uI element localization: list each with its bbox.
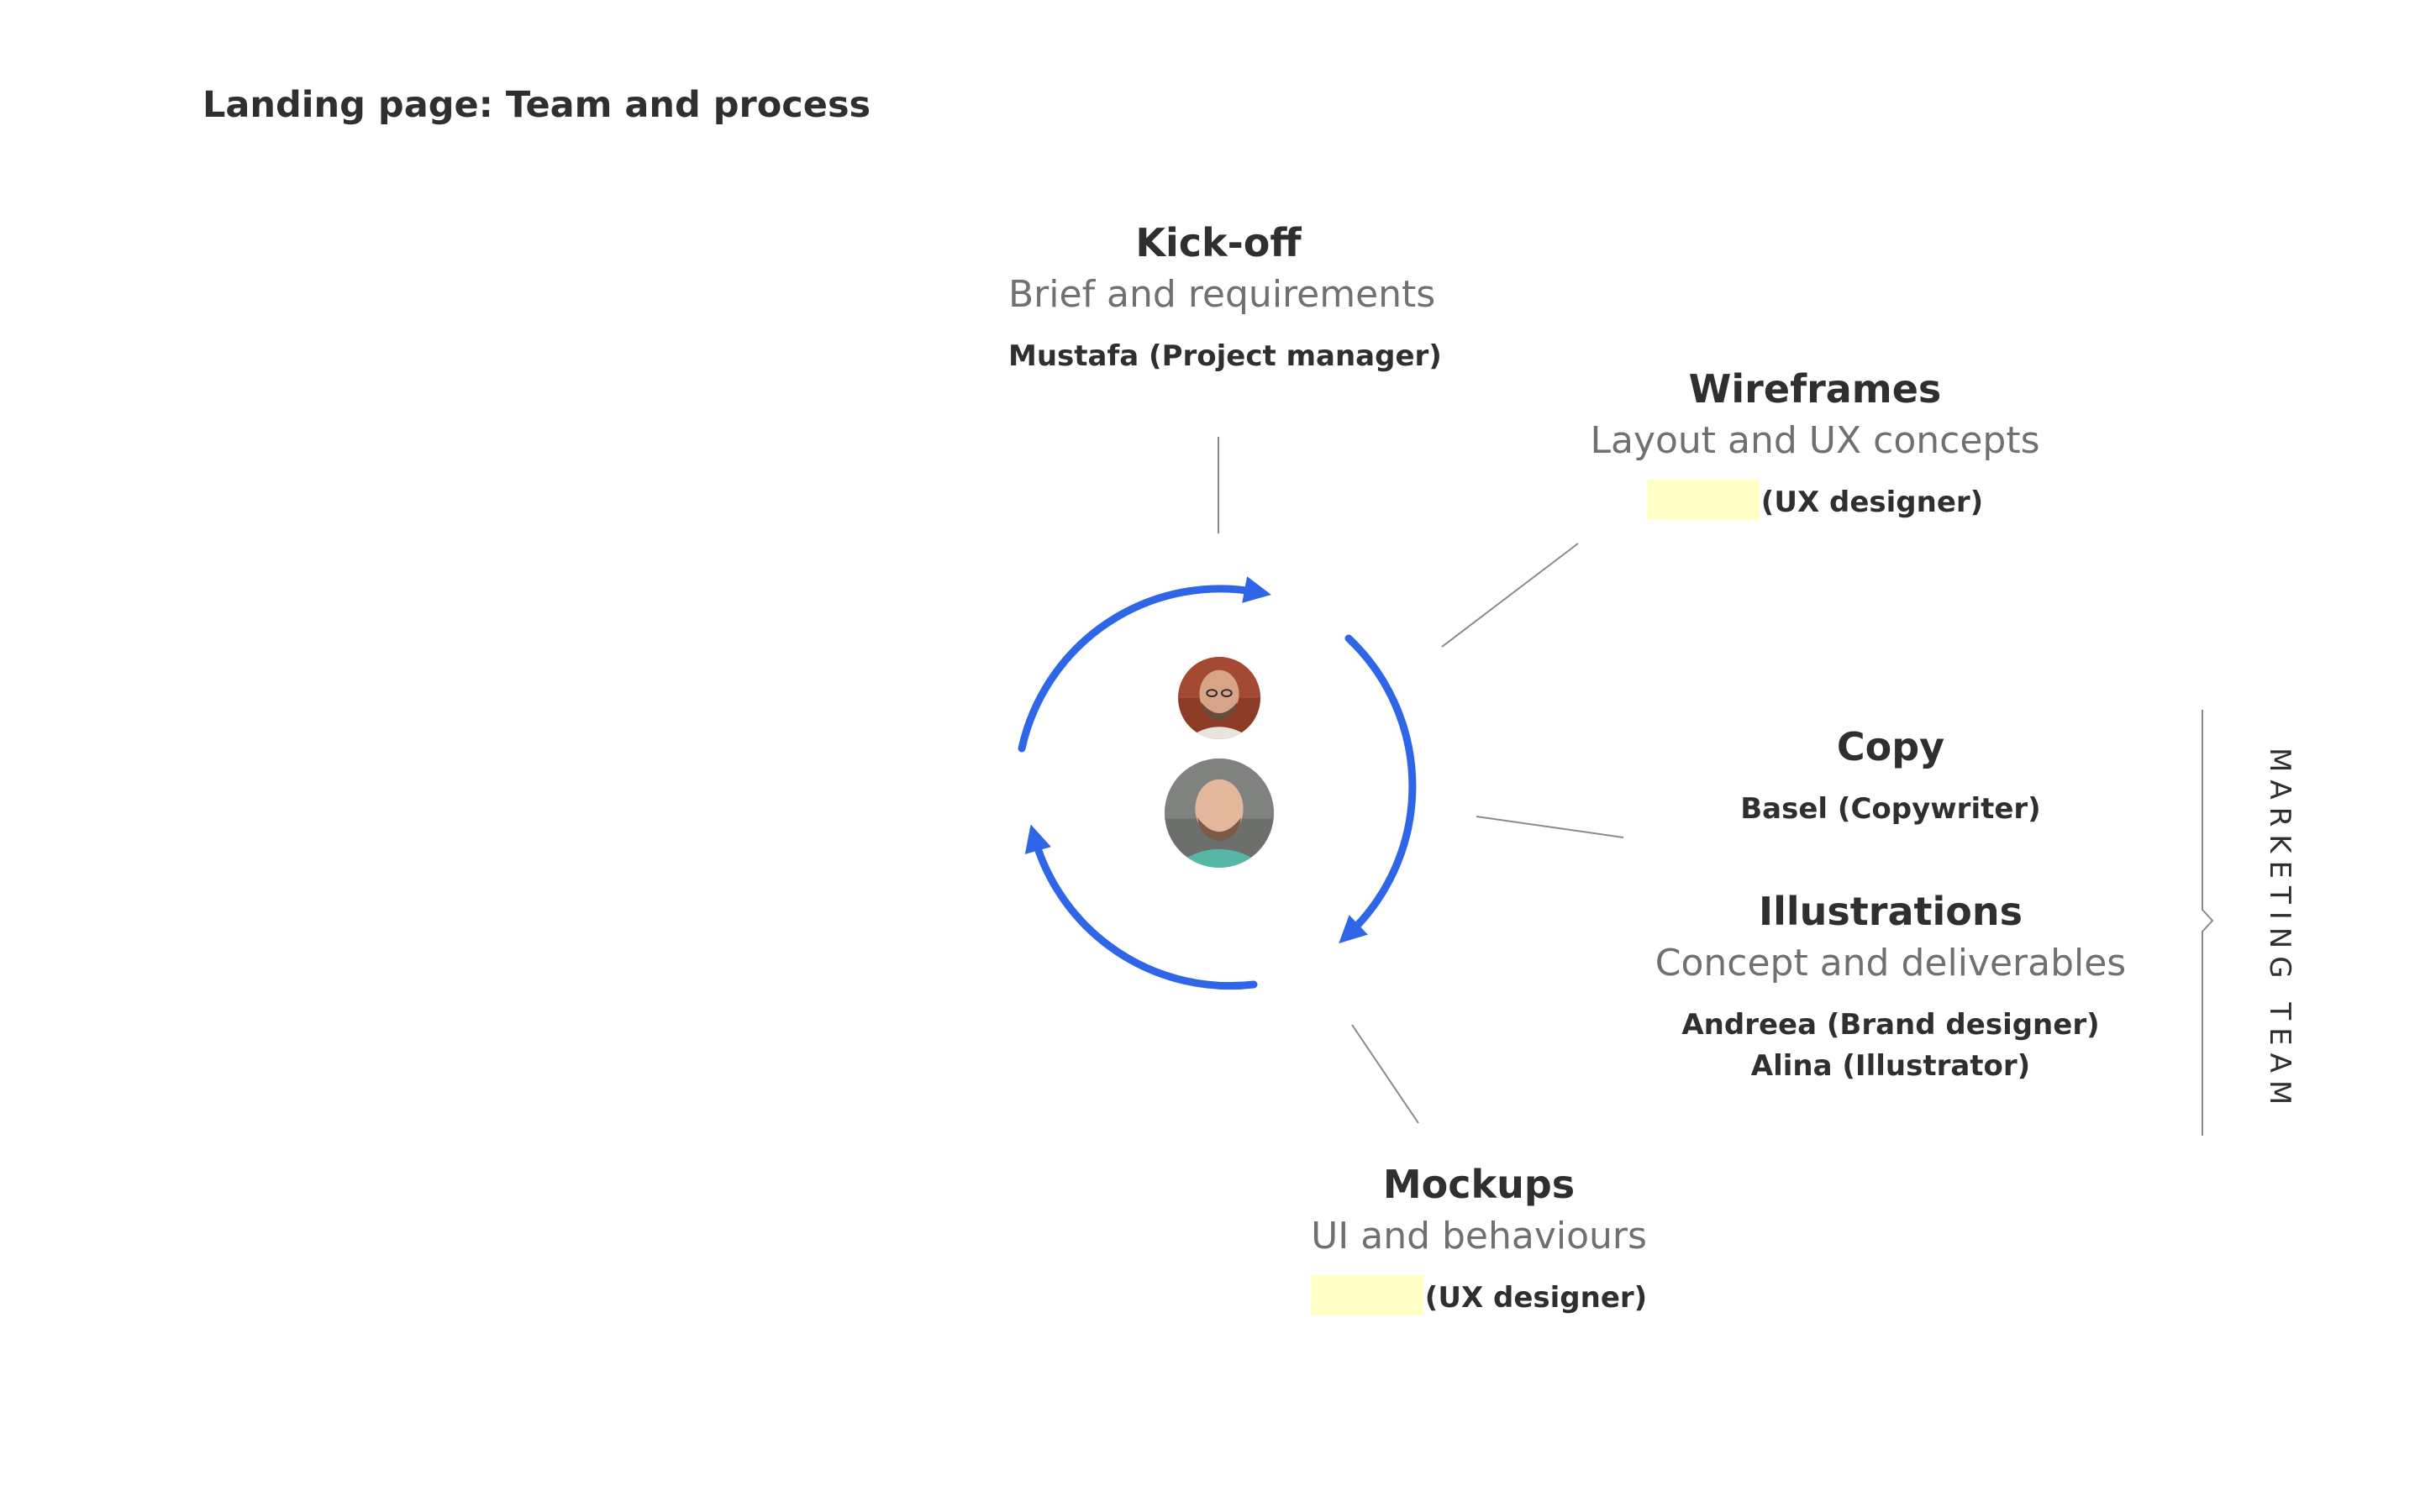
person-avatar-icon [1178, 657, 1260, 739]
step-mockups-subtitle: UI and behaviours [1311, 1215, 1647, 1258]
name-highlight [1646, 480, 1760, 521]
marketing-team-label: MARKETING TEAM [2263, 748, 2296, 1113]
step-wireframes-subtitle: Layout and UX concepts [1590, 419, 2040, 463]
step-illustrations-person: Andreea (Brand designer) [1681, 1007, 2100, 1042]
step-mockups-title: Mockups [1382, 1162, 1576, 1207]
step-mockups: Mockups UI and behaviours (UX designer) [1227, 1162, 1731, 1319]
step-copy-title: Copy [1836, 724, 1945, 769]
step-kickoff-subtitle: Brief and requirements [1008, 273, 1436, 317]
connector-mockups [1351, 1024, 1419, 1124]
step-wireframes: Wireframes Layout and UX concepts (UX de… [1563, 366, 2067, 523]
connector-wireframes [1441, 543, 1579, 648]
step-mockups-person: (UX designer) [1227, 1275, 1731, 1320]
step-illustrations-title: Illustrations [1759, 889, 2023, 934]
person-avatar-icon [1165, 759, 1274, 868]
step-kickoff-title: Kick-off [1135, 220, 1302, 265]
step-kickoff-person: Mustafa (Project manager) [1008, 339, 1442, 373]
cycle-arrow-kickoff-to-wireframes [1018, 576, 1271, 753]
step-copy-person: Basel (Copywriter) [1740, 792, 2041, 827]
step-wireframes-person: (UX designer) [1563, 480, 2067, 524]
connector-copy [1476, 816, 1624, 838]
name-highlight [1310, 1275, 1423, 1316]
cycle-arrow-mockups-to-kickoff [1024, 824, 1258, 990]
cycle-arrow-to-mockups [1339, 634, 1417, 944]
step-illustrations-subtitle: Concept and deliverables [1655, 942, 2127, 985]
avatar-team-member [1165, 759, 1274, 868]
step-wireframes-role: (UX designer) [1760, 485, 1984, 519]
step-copy: Copy Basel (Copywriter) [1706, 724, 2075, 830]
avatar-project-manager [1178, 657, 1260, 739]
step-wireframes-title: Wireframes [1688, 366, 1942, 412]
step-illustrations-person: Alina (Illustrator) [1750, 1049, 2031, 1084]
step-illustrations: Illustrations Concept and deliverables A… [1622, 889, 2160, 1088]
page-title: Landing page: Team and process [203, 84, 871, 126]
step-illustrations-people: Andreea (Brand designer) Alina (Illustra… [1622, 1005, 2160, 1088]
marketing-team-bracket [2202, 710, 2214, 1136]
step-mockups-role: (UX designer) [1424, 1280, 1648, 1315]
step-kickoff: Kick-off Brief and requirements Mustafa … [1008, 220, 1442, 377]
